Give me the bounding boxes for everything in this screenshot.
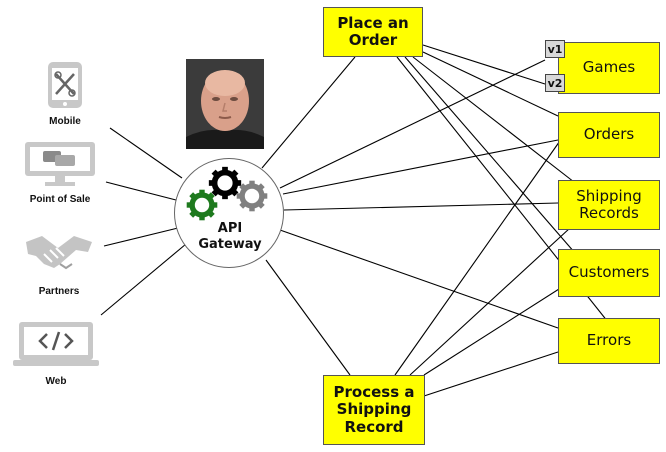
line-order-customers bbox=[404, 56, 576, 254]
client-web: Web bbox=[11, 318, 101, 387]
client-mobile: Mobile bbox=[20, 58, 110, 127]
customers-label: Customers bbox=[568, 263, 650, 282]
code-window-icon bbox=[13, 322, 99, 366]
client-label-pos: Point of Sale bbox=[29, 194, 91, 205]
line-pos-gateway bbox=[105, 181, 177, 201]
line-gateway-games-v1 bbox=[279, 59, 546, 189]
line-gateway-shipping-records bbox=[283, 202, 559, 211]
line-gateway-place-order bbox=[261, 56, 356, 169]
api-gateway-label-line1: API bbox=[217, 221, 243, 236]
version-badge-v2: v2 bbox=[545, 74, 565, 92]
client-label-web: Web bbox=[45, 376, 67, 387]
line-order-games-v2 bbox=[422, 44, 546, 85]
api-gateway-label-line2: Gateway bbox=[198, 237, 262, 252]
mobile-phone-icon bbox=[48, 62, 82, 108]
line-gateway-errors bbox=[279, 229, 559, 329]
games-label: Games bbox=[582, 58, 636, 77]
line-mobile-gateway bbox=[109, 127, 183, 179]
customers-box: Customers bbox=[558, 249, 660, 297]
client-label-partners: Partners bbox=[38, 286, 80, 297]
shipping-records-box: Shipping Records bbox=[558, 180, 660, 230]
line-shipping-customers bbox=[423, 281, 571, 376]
shipping-record-line2: Shipping bbox=[336, 400, 412, 419]
line-shipping-errors bbox=[423, 351, 559, 397]
client-point-of-sale: Point of Sale bbox=[15, 140, 105, 205]
line-gateway-orders bbox=[282, 139, 559, 195]
person-photo bbox=[186, 59, 264, 149]
place-order-box: Place an Order bbox=[323, 7, 423, 57]
line-order-shipping-records bbox=[412, 56, 575, 183]
place-order-line2: Order bbox=[348, 31, 398, 49]
errors-label: Errors bbox=[586, 331, 632, 350]
client-partners: Partners bbox=[14, 228, 104, 297]
orders-box: Orders bbox=[558, 112, 660, 158]
shipping-record-line3: Record bbox=[344, 417, 404, 436]
games-box: Games bbox=[558, 42, 660, 94]
process-shipping-record-box: Process a Shipping Record bbox=[323, 375, 425, 445]
place-order-line1: Place an bbox=[337, 13, 409, 32]
line-web-gateway bbox=[100, 243, 187, 316]
api-gateway: API Gateway bbox=[174, 158, 284, 268]
shipping-records-line1: Shipping bbox=[576, 186, 642, 205]
handshake-icon bbox=[26, 236, 92, 270]
api-gateway-label: API Gateway bbox=[175, 221, 285, 253]
point-of-sale-monitor-icon bbox=[25, 142, 95, 186]
shipping-record-line1: Process a bbox=[333, 383, 415, 402]
version-badge-v1: v1 bbox=[545, 40, 565, 58]
client-label-mobile: Mobile bbox=[49, 116, 81, 127]
line-gateway-shipping-record bbox=[265, 259, 351, 376]
shipping-records-line2: Records bbox=[579, 204, 639, 222]
orders-label: Orders bbox=[583, 125, 635, 144]
line-order-orders bbox=[422, 51, 559, 117]
line-partners-gateway bbox=[103, 227, 179, 247]
line-shipping-shipping-records bbox=[409, 227, 571, 376]
line-shipping-orders bbox=[394, 137, 563, 376]
errors-box: Errors bbox=[558, 318, 660, 364]
